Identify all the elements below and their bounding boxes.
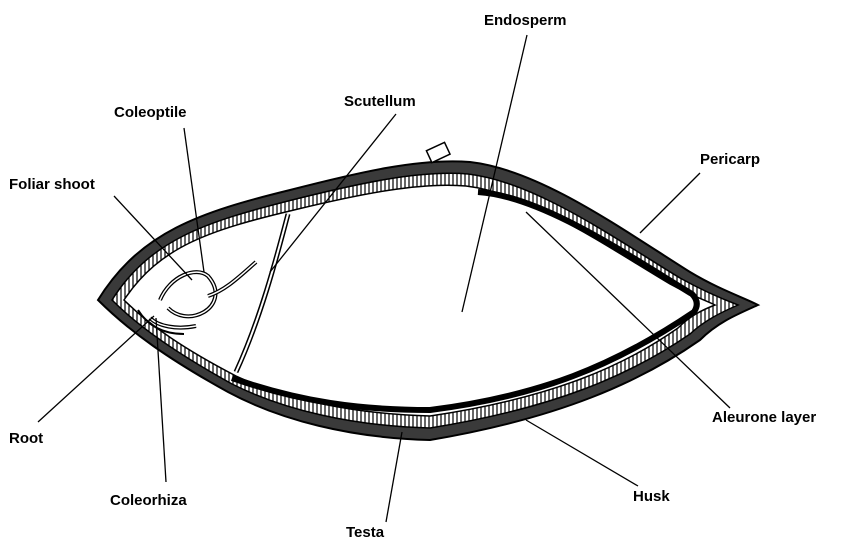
leader-pericarp	[640, 173, 700, 233]
label-foliar-shoot: Foliar shoot	[9, 176, 95, 194]
label-coleorhiza: Coleorhiza	[110, 492, 187, 510]
leader-root	[38, 316, 154, 422]
label-husk: Husk	[633, 488, 670, 506]
label-pericarp: Pericarp	[700, 151, 760, 169]
label-scutellum: Scutellum	[344, 93, 416, 111]
leader-husk	[526, 420, 638, 486]
label-aleurone-layer: Aleurone layer	[712, 409, 816, 427]
label-root: Root	[9, 430, 43, 448]
label-endosperm: Endosperm	[484, 12, 567, 30]
leader-testa	[386, 432, 402, 522]
attachment-marker	[426, 142, 450, 162]
label-testa: Testa	[346, 524, 384, 542]
label-coleoptile: Coleoptile	[114, 104, 187, 122]
